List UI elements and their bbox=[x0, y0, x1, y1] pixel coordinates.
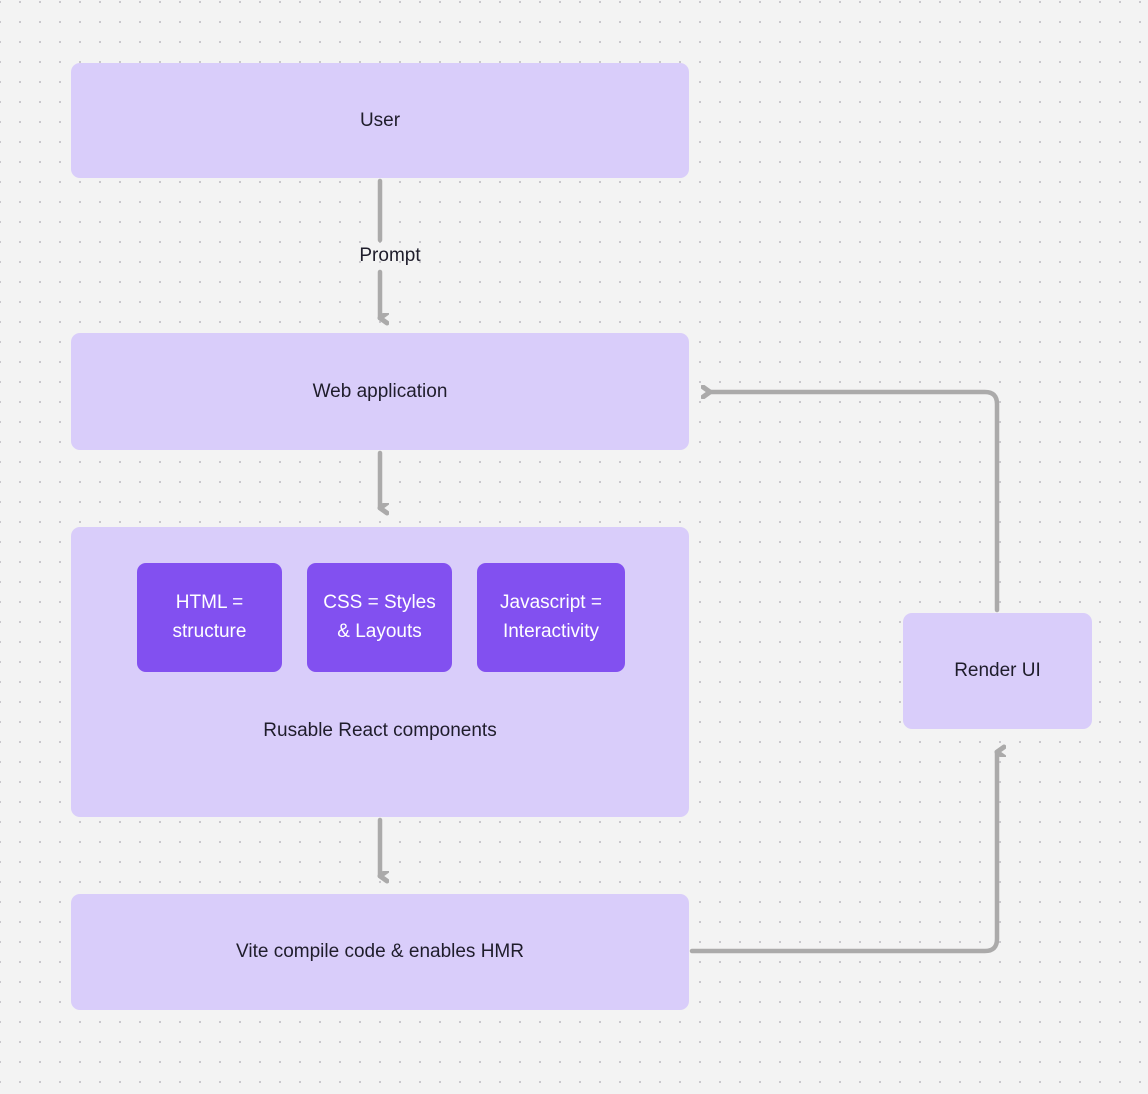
node-web-application[interactable]: Web application bbox=[71, 333, 689, 450]
edge-label-prompt: Prompt bbox=[359, 245, 421, 266]
chip-css[interactable]: CSS = Styles & Layouts bbox=[307, 563, 452, 672]
chip-javascript-label: Javascript = Interactivity bbox=[500, 592, 602, 642]
node-render-ui[interactable]: Render UI bbox=[903, 613, 1092, 729]
node-user[interactable]: User bbox=[71, 63, 689, 178]
node-render-ui-label: Render UI bbox=[954, 660, 1041, 682]
edge-vite-to-render bbox=[689, 752, 997, 954]
node-vite[interactable]: Vite compile code & enables HMR bbox=[71, 894, 689, 1010]
node-vite-label: Vite compile code & enables HMR bbox=[236, 941, 524, 963]
components-group-caption: Rusable React components bbox=[263, 720, 497, 741]
node-user-label: User bbox=[359, 109, 401, 131]
chip-html[interactable]: HTML = structure bbox=[137, 563, 282, 672]
chip-css-label: CSS = Styles & Layouts bbox=[323, 592, 436, 642]
chip-javascript[interactable]: Javascript = Interactivity bbox=[477, 563, 625, 672]
node-web-application-label: Web application bbox=[312, 380, 448, 402]
chip-html-label: HTML = structure bbox=[172, 592, 247, 642]
edge-render-to-webapp bbox=[710, 392, 1000, 613]
node-components-group[interactable]: HTML = structure CSS = Styles & Layouts … bbox=[71, 527, 689, 817]
